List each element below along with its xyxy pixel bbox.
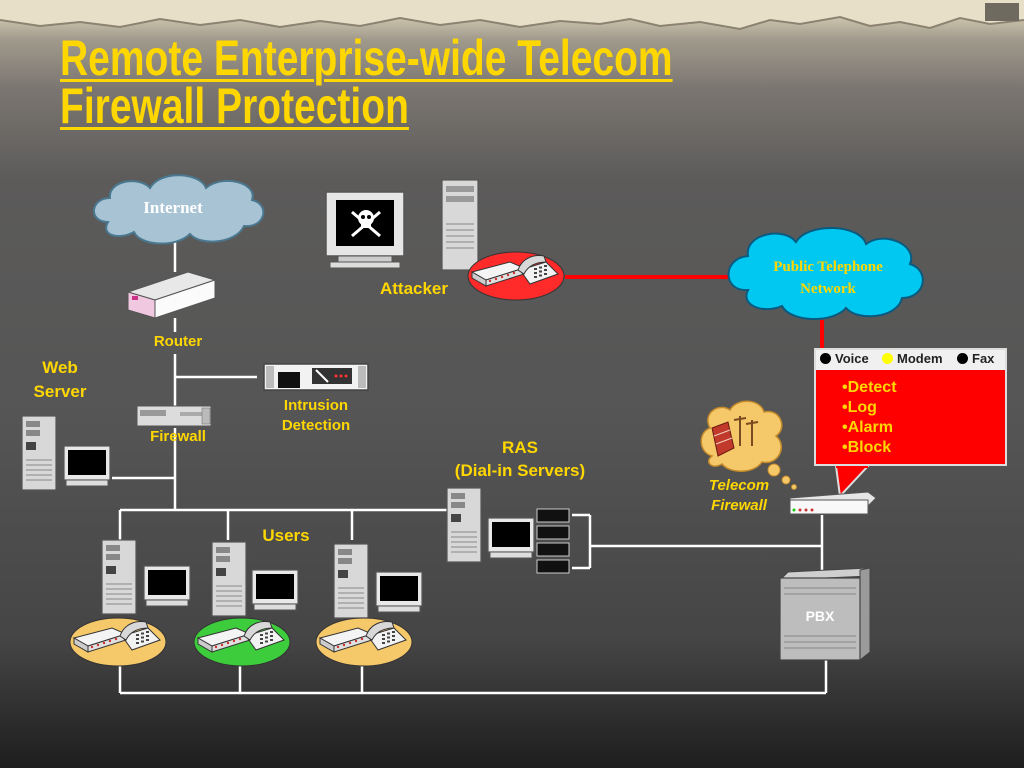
telecom-firewall-label: Telecom Firewall [694, 476, 784, 516]
router-label: Router [153, 333, 203, 350]
legend-fax: Fax [957, 351, 994, 366]
telephone-icon [119, 621, 161, 651]
telephone-icon [517, 255, 559, 285]
legend-voice-label: Voice [835, 351, 869, 366]
user-computer-3 [333, 543, 423, 619]
pbx-label: PBX [805, 608, 835, 624]
pstn-cloud-label-line2: Network [800, 281, 856, 297]
web-server-label-line1: Web [42, 358, 78, 377]
action-block: Block [842, 438, 897, 458]
user-modem-3 [315, 617, 413, 667]
user-computer-1 [101, 539, 191, 615]
web-server-computer [21, 415, 111, 491]
intrusion-detection-label: Intrusion Detection [266, 396, 366, 436]
attacker-label: Attacker [379, 279, 449, 298]
user-modem-1 [69, 617, 167, 667]
legend-voice: Voice [820, 351, 869, 366]
brick-wall-with-telephone-poles-icon [711, 416, 759, 457]
fax-dot-icon [957, 353, 968, 364]
telecom-firewall-alert-box: Voice Modem Fax Detect Log Alarm Block [814, 348, 1007, 466]
telecom-firewall-label-line2: Firewall [711, 497, 767, 514]
slide-title-line2: Firewall Protection [60, 78, 409, 134]
action-detect: Detect [842, 378, 897, 398]
voice-dot-icon [820, 353, 831, 364]
internet-cloud-label: Internet [143, 198, 203, 217]
intrusion-label-line1: Intrusion [283, 397, 349, 414]
ras-label-line2: (Dial-in Servers) [454, 461, 586, 480]
skull-crossbones-icon [351, 210, 381, 238]
ras-label-line1: RAS [502, 438, 538, 457]
intrusion-label-line2: Detection [281, 417, 351, 434]
telephone-icon [365, 621, 407, 651]
user-computer-2 [211, 541, 299, 617]
firewall-label: Firewall [150, 428, 206, 445]
web-server-label: Web Server [22, 356, 98, 404]
user-modem-2 [193, 617, 291, 667]
web-server-label-line2: Server [33, 382, 87, 401]
users-label: Users [262, 526, 310, 545]
attacker-modem [467, 251, 565, 301]
ras-label: RAS (Dial-in Servers) [430, 436, 610, 482]
action-alarm: Alarm [842, 418, 897, 438]
pstn-cloud-label: Public Telephone Network [743, 256, 913, 300]
legend-modem-label: Modem [897, 351, 943, 366]
ras-server-computer [446, 487, 535, 563]
telephone-icon [243, 621, 285, 651]
action-log: Log [842, 398, 897, 418]
slide-title-line1: Remote Enterprise-wide Telecom [60, 30, 673, 86]
telecom-firewall-label-line1: Telecom [708, 477, 770, 494]
firewall-actions-list: Detect Log Alarm Block [842, 378, 897, 458]
legend-fax-label: Fax [972, 351, 995, 366]
pstn-cloud-label-line1: Public Telephone [773, 259, 883, 275]
torn-paper-edge [0, 0, 1024, 31]
call-type-legend: Voice Modem Fax [816, 350, 1005, 370]
legend-modem: Modem [882, 351, 943, 366]
modem-dot-icon [882, 353, 893, 364]
